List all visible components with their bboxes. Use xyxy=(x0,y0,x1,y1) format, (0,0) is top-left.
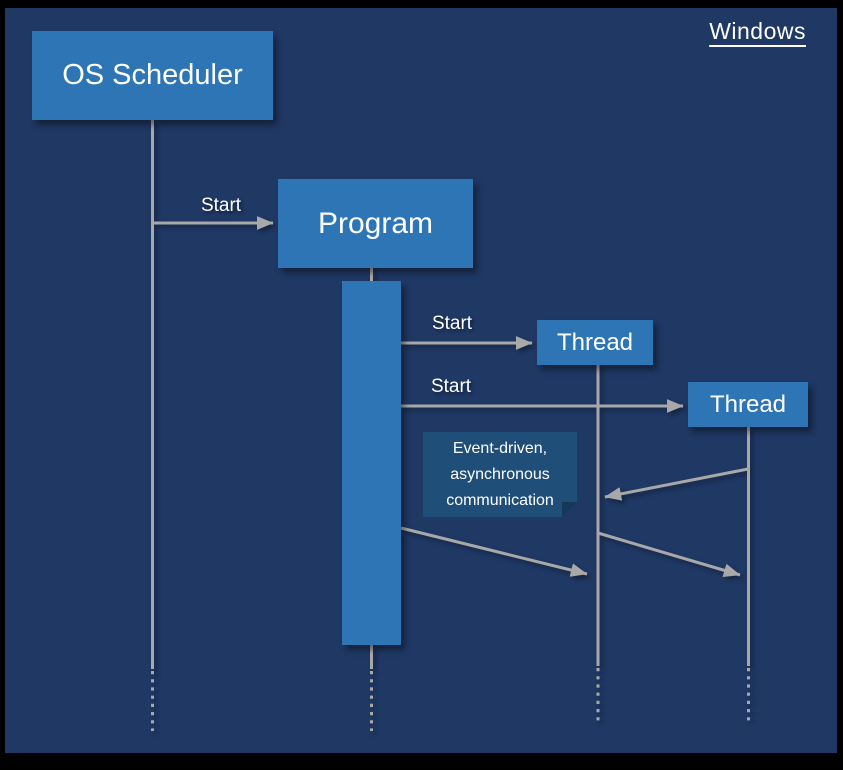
node-os-scheduler: OS Scheduler xyxy=(32,31,273,120)
program-to-thread1-arrow xyxy=(400,526,588,577)
node-program: Program xyxy=(278,179,473,268)
page-title: Windows xyxy=(709,18,806,44)
node-program-label: Program xyxy=(317,206,434,240)
program-activation-bar xyxy=(342,281,401,645)
thread1-to-thread2-arrow xyxy=(597,531,741,578)
node-thread-1-label: Thread xyxy=(556,328,634,356)
diagram-panel xyxy=(5,8,837,753)
node-thread-2-label: Thread xyxy=(709,390,787,418)
note-line: asynchronous xyxy=(450,465,550,483)
start-thread2-arrow-label: Start xyxy=(430,376,472,397)
start-thread1-arrow-label: Start xyxy=(431,313,473,334)
note-callout: Event-driven, asynchronous communication xyxy=(423,432,577,517)
start-program-arrow-label: Start xyxy=(200,195,242,216)
node-thread-1: Thread xyxy=(537,320,653,365)
node-thread-2: Thread xyxy=(688,382,808,427)
thread2-to-thread1-arrow xyxy=(604,467,749,501)
note-line: Event-driven, xyxy=(452,439,548,457)
node-os-scheduler-label: OS Scheduler xyxy=(62,59,243,91)
note-line: communication xyxy=(446,491,554,509)
